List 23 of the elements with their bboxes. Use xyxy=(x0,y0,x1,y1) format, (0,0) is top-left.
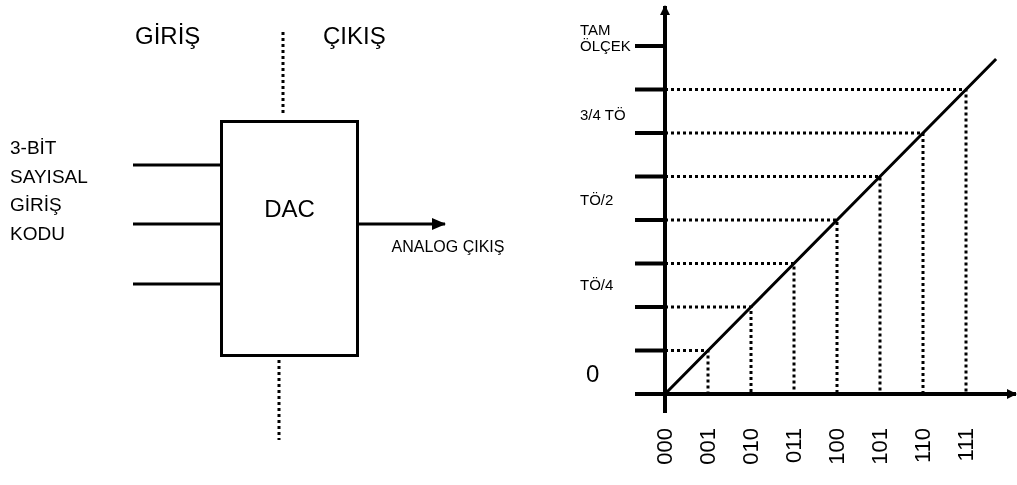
output-arrow xyxy=(359,218,446,230)
x-tick-label: 110 xyxy=(912,428,934,464)
text-label: GİRİŞ xyxy=(135,22,202,51)
box-label: DAC xyxy=(264,195,315,224)
x-tick-label: 101 xyxy=(869,428,891,465)
text-label: TÖ/2 xyxy=(580,191,615,209)
input-line xyxy=(133,222,220,226)
text-label: 3/4 TÖ xyxy=(580,106,627,124)
text-label: 0 xyxy=(586,360,601,389)
x-tick-label: 100 xyxy=(826,428,848,465)
input-line xyxy=(133,163,220,167)
x-tick-label: 111 xyxy=(955,428,977,462)
x-tick-label: 010 xyxy=(740,428,762,465)
x-tick-label: 000 xyxy=(654,428,676,465)
x-tick-label: 001 xyxy=(697,428,719,465)
x-tick-label: 011 xyxy=(783,428,805,464)
output-label: ANALOG ÇIKIŞ xyxy=(391,237,505,257)
dac-box xyxy=(220,120,359,357)
input-line xyxy=(133,282,220,286)
text-label: 3-BİT SAYISAL GİRİŞ KODU xyxy=(10,136,89,246)
text-label: ÇIKIŞ xyxy=(323,22,387,51)
text-label: TÖ/4 xyxy=(580,276,615,294)
text-label: TAM ÖLÇEK xyxy=(580,22,632,54)
